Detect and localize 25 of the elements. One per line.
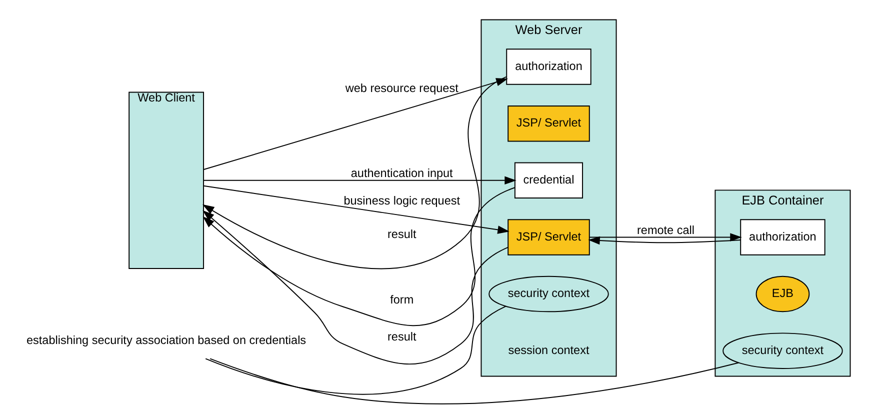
arrow [588,236,742,245]
arrow [203,185,510,234]
node-ellipse: security context [722,332,843,369]
node-box: JSP/ Servlet [508,105,590,142]
node-box: JSP/ Servlet [508,219,590,256]
edge-label: form [390,293,414,306]
arrow [202,187,516,326]
edge-label: web resource request [345,82,458,95]
node-box: authorization [740,219,826,256]
arrow [203,176,516,185]
node-box: credential [514,162,584,199]
node-ellipse: security context [488,276,609,312]
edge-label: result [388,228,416,241]
edge-label: result [388,330,416,344]
arrow [202,210,509,364]
arrow [589,233,742,242]
edge-label: remote call [637,224,694,237]
label: session context [508,344,590,357]
connector [205,306,506,395]
node-box: authorization [506,48,592,85]
edge-label: authentication input [350,167,453,180]
edge-label: business logic request [344,194,460,208]
node-text: establishing security association based on credentials [26,334,306,348]
node-ellipse: EJB [756,276,810,312]
node-box: Web Client [128,92,204,270]
